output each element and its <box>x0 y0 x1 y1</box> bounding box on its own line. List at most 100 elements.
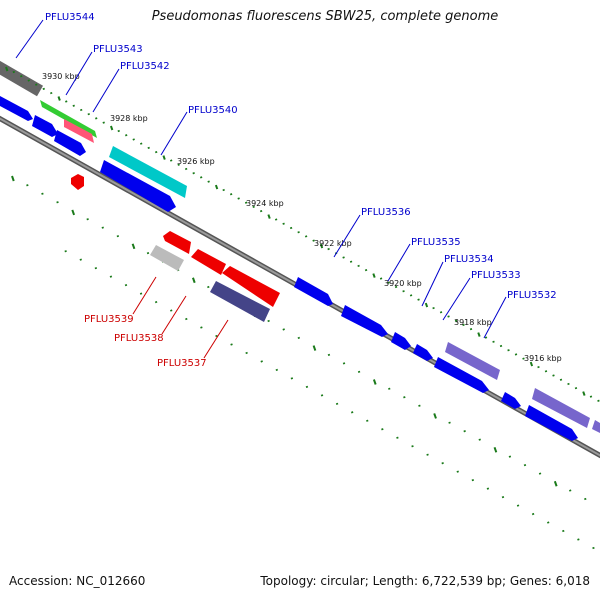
tick-mark <box>192 172 195 175</box>
gene-pflu3540[interactable] <box>109 146 187 198</box>
tick-mark <box>381 428 384 431</box>
gene-pflu3542[interactable] <box>40 100 97 138</box>
label-pflu3542[interactable]: PFLU3542 <box>120 61 170 72</box>
tick-mark <box>41 192 44 195</box>
label-pflu3532[interactable]: PFLU3532 <box>507 290 557 301</box>
gene-forward-1[interactable] <box>0 96 33 121</box>
tick-mark <box>553 480 558 487</box>
tick-mark <box>335 402 339 405</box>
tick-mark <box>454 319 458 322</box>
label-pflu3537[interactable]: PFLU3537 <box>157 358 207 369</box>
tick-mark <box>132 138 135 141</box>
tick-mark <box>200 326 203 329</box>
tick-mark <box>546 521 550 524</box>
tick-mark <box>364 269 368 272</box>
tick-mark <box>320 394 324 397</box>
tick-mark <box>537 365 540 369</box>
tick-mark <box>290 377 294 380</box>
tick-mark <box>531 512 535 516</box>
label-pflu3540[interactable]: PFLU3540 <box>188 105 238 116</box>
label-pflu3534[interactable]: PFLU3534 <box>444 254 494 265</box>
tick-mark <box>102 121 105 124</box>
gene-pflu3534[interactable] <box>391 332 411 350</box>
tick-label-3922: 3922 kbp <box>314 239 352 248</box>
gene-forward-8[interactable] <box>592 420 600 433</box>
tick-mark <box>275 368 279 372</box>
tick-mark <box>139 292 143 295</box>
tick-mark <box>342 362 346 365</box>
label-pflu3533[interactable]: PFLU3533 <box>471 270 521 281</box>
tick-mark <box>319 243 324 249</box>
label-pflu3543[interactable]: PFLU3543 <box>93 44 143 55</box>
tick-mark <box>169 159 173 162</box>
gene-pflu3542-b[interactable] <box>64 119 94 143</box>
gene-forward-6[interactable] <box>532 388 590 428</box>
tick-mark <box>388 387 391 390</box>
tick-mark <box>297 336 301 340</box>
tick-mark <box>79 258 82 261</box>
gene-pflu3538[interactable] <box>191 249 226 275</box>
tick-mark <box>35 83 38 86</box>
gene-pflu3532[interactable] <box>434 357 489 393</box>
tick-mark <box>282 328 285 331</box>
tick-mark <box>523 463 527 467</box>
tick-mark <box>574 387 578 390</box>
tick-mark <box>237 197 240 200</box>
gene-forward-2[interactable] <box>32 115 58 137</box>
tick-mark <box>418 404 421 407</box>
tick-mark <box>507 349 510 352</box>
tick-mark <box>327 353 331 357</box>
gene-pflu3539-b[interactable] <box>150 245 184 271</box>
label-pflu3539[interactable]: PFLU3539 <box>84 314 134 325</box>
gene-forward-5[interactable] <box>501 392 521 409</box>
gene-reverse-1[interactable] <box>71 174 84 190</box>
label-connectors <box>15 19 507 359</box>
label-pflu3544[interactable]: PFLU3544 <box>45 12 95 23</box>
tick-mark <box>584 497 587 501</box>
label-pflu3536[interactable]: PFLU3536 <box>361 207 411 218</box>
tick-mark <box>501 495 505 499</box>
tick-mark <box>411 445 414 448</box>
gene-pflu3535[interactable] <box>341 305 388 337</box>
gene-pflu3538-b[interactable] <box>222 266 280 307</box>
tick-mark <box>5 66 9 72</box>
tick-mark <box>471 479 475 482</box>
tick-mark <box>12 70 15 74</box>
tick-mark <box>304 235 308 238</box>
tick-mark <box>87 113 90 116</box>
tick-mark <box>387 281 390 284</box>
tick-mark <box>559 378 563 381</box>
tick-mark <box>199 176 203 179</box>
tick-mark <box>477 332 481 337</box>
tick-mark <box>184 167 188 171</box>
tick-mark <box>447 315 450 318</box>
tick-mark <box>379 277 383 280</box>
gene-forward-7[interactable] <box>525 405 578 441</box>
tick-mark <box>366 419 369 422</box>
gene-pflu3536[interactable] <box>294 277 333 306</box>
tick-mark <box>267 214 271 219</box>
gene-pflu3539[interactable] <box>163 231 191 254</box>
label-pflu3535[interactable]: PFLU3535 <box>411 237 461 248</box>
tick-mark <box>192 277 196 284</box>
tick-mark <box>64 250 67 253</box>
tick-mark <box>11 175 15 182</box>
tick-mark <box>469 328 473 331</box>
tick-mark <box>409 294 413 297</box>
gene-pflu3533[interactable] <box>445 342 500 380</box>
tick-mark <box>327 247 330 251</box>
gene-forward-3[interactable] <box>54 130 86 156</box>
tick-mark <box>71 209 76 216</box>
tick-mark <box>577 538 580 541</box>
tick-mark <box>484 336 488 339</box>
label-pflu3538[interactable]: PFLU3538 <box>114 333 164 344</box>
tick-mark <box>433 413 437 419</box>
tick-mark <box>439 311 443 314</box>
tick-label-3924: 3924 kbp <box>246 199 284 208</box>
gene-pflu3537[interactable] <box>210 281 270 322</box>
gene-forward-4[interactable] <box>100 160 176 212</box>
gene-labels: PFLU3544 PFLU3543 PFLU3542 PFLU3540 PFLU… <box>45 12 557 369</box>
tick-mark <box>417 298 420 301</box>
gene-pflu3534-b[interactable] <box>413 344 433 361</box>
tick-mark <box>124 134 128 137</box>
